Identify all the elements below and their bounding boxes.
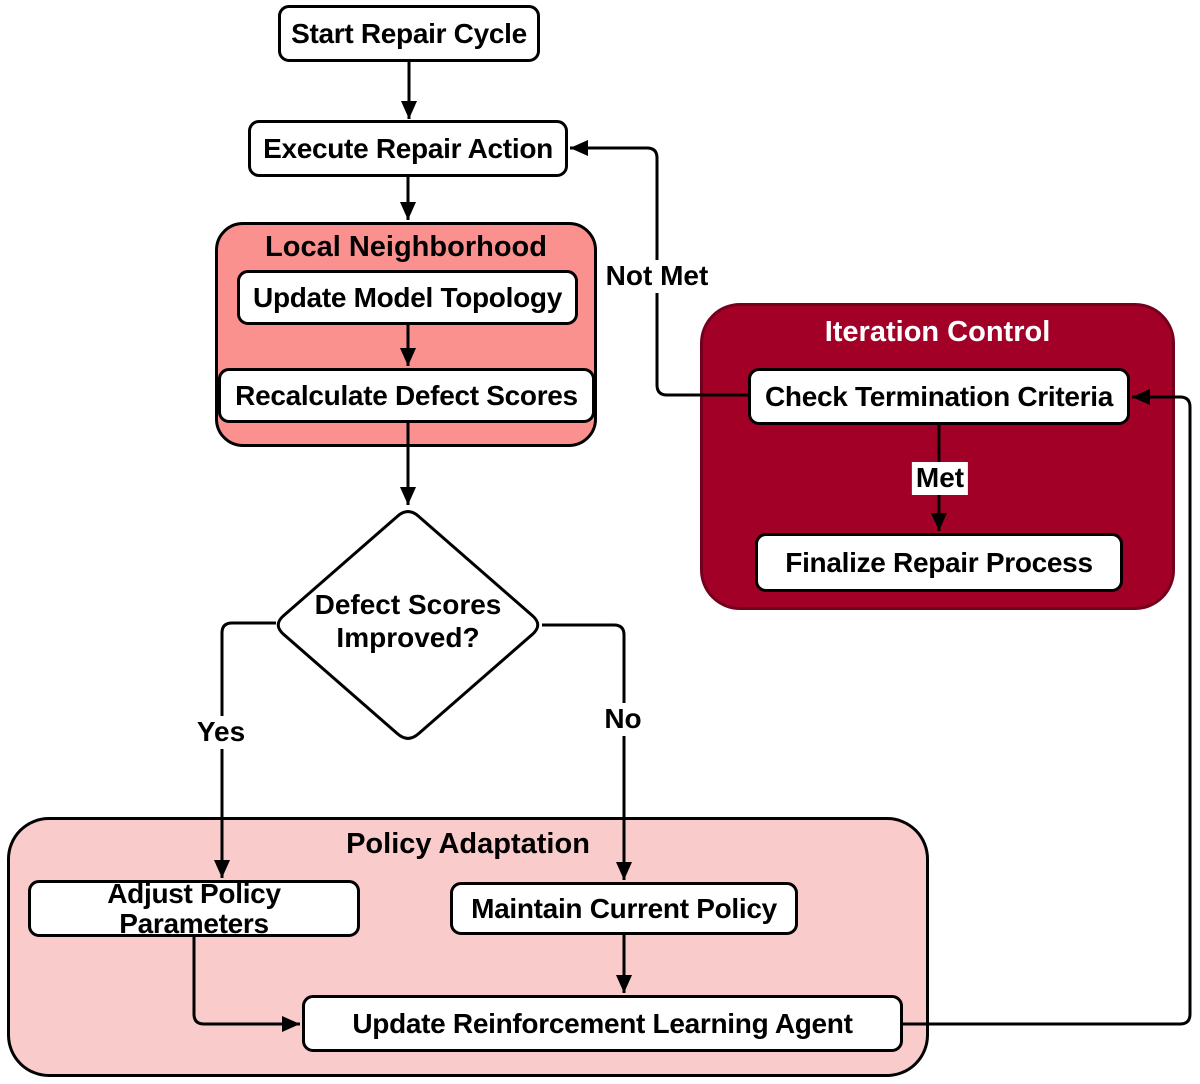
node-update-reinforcement-learning-agent: Update Reinforcement Learning Agent [302, 995, 903, 1052]
node-maintain-current-policy: Maintain Current Policy [450, 882, 798, 935]
node-recalculate-defect-scores: Recalculate Defect Scores [218, 368, 595, 423]
node-decision-defect-scores-improved: Defect Scores Improved? [314, 589, 502, 654]
edge-adjust-to-update-rl [192, 937, 300, 1032]
edge-decision-no-to-maintain [542, 623, 632, 880]
node-start-repair-cycle: Start Repair Cycle [278, 5, 540, 62]
edge-label-met: Met [911, 462, 969, 495]
group-local-neighborhood-title: Local Neighborhood [265, 231, 547, 263]
edge-label-yes: Yes [192, 716, 250, 749]
node-finalize-repair-process: Finalize Repair Process [755, 533, 1123, 592]
decision-diamond-shape [276, 510, 540, 740]
node-check-termination-criteria: Check Termination Criteria [748, 368, 1130, 425]
edge-label-not-met: Not Met [601, 260, 713, 293]
edge-update-rl-to-check-termination [903, 389, 1192, 1026]
edge-decision-yes-to-adjust [214, 621, 276, 878]
edge-label-no: No [600, 703, 646, 736]
node-update-model-topology: Update Model Topology [237, 270, 578, 325]
node-execute-repair-action: Execute Repair Action [248, 120, 568, 177]
group-policy-adaptation-title: Policy Adaptation [346, 828, 590, 860]
node-adjust-policy-parameters: Adjust Policy Parameters [28, 879, 360, 938]
group-iteration-control-title: Iteration Control [824, 316, 1051, 348]
